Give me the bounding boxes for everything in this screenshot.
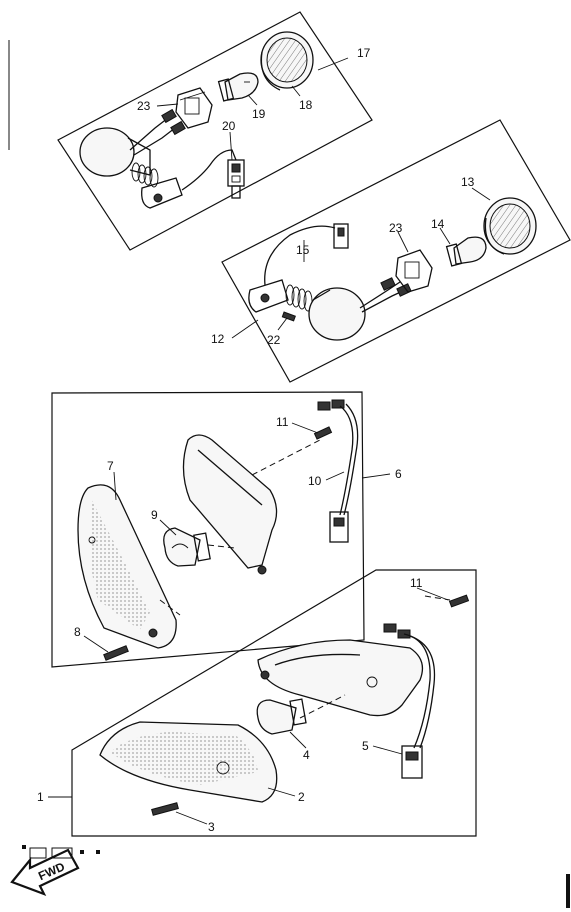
turn-signal-lens-rear (79, 127, 135, 177)
lens-2 (99, 721, 278, 803)
housing-1 (257, 639, 424, 717)
callout-14: 14 (431, 217, 445, 231)
bulb-4 (256, 698, 307, 735)
screw-11-bottom (448, 594, 470, 608)
callout-2: 2 (298, 790, 305, 804)
bulb-14 (445, 236, 487, 267)
housing-6 (182, 434, 278, 575)
callout-10: 10 (308, 474, 322, 488)
fwd-arrow-icon: FWD (10, 848, 80, 897)
callout-23-mid: 23 (389, 221, 403, 235)
group-17-frame (57, 11, 373, 251)
callout-23-top: 23 (137, 99, 151, 113)
margin-bar (566, 874, 570, 908)
screw-22 (281, 311, 296, 322)
callout-17: 17 (357, 46, 371, 60)
callout-1: 1 (37, 790, 44, 804)
callout-18: 18 (299, 98, 313, 112)
connector-15 (333, 223, 349, 249)
bulb-19-top (217, 72, 259, 102)
socket-23-mid (395, 249, 433, 293)
wire-harness-5 (383, 623, 436, 779)
callout-5: 5 (362, 739, 369, 753)
callout-20: 20 (222, 119, 236, 133)
group-6-frame (51, 391, 365, 668)
callout-11-bottom: 11 (410, 576, 423, 590)
turn-signal-lens-rear (308, 287, 366, 341)
callout-11-top: 11 (276, 415, 289, 429)
leader-lines (48, 57, 491, 825)
callout-13: 13 (461, 175, 475, 189)
screw-3 (151, 802, 179, 816)
lens-18 (260, 31, 314, 91)
lens-7 (77, 484, 177, 649)
reference-marks (22, 845, 100, 859)
callout-7: 7 (107, 459, 114, 473)
group-12-assembly (221, 119, 571, 383)
bulb-9 (163, 527, 211, 567)
group-17-assembly (57, 11, 373, 251)
mount-bracket (141, 177, 183, 209)
connector-20 (227, 159, 245, 199)
callout-19: 19 (252, 107, 266, 121)
spring-icon (285, 284, 313, 312)
callout-6: 6 (395, 467, 402, 481)
callout-15: 15 (296, 243, 310, 257)
group-12-frame (221, 119, 571, 383)
callout-4: 4 (303, 748, 310, 762)
spring-icon (131, 162, 159, 188)
callout-3: 3 (208, 820, 215, 834)
screw-11-top (313, 426, 333, 440)
callout-22: 22 (267, 333, 281, 347)
group-1-frame (71, 569, 477, 837)
wire-harness-10 (317, 399, 359, 543)
callout-9: 9 (151, 508, 158, 522)
screw-8 (103, 645, 129, 661)
callout-8: 8 (74, 625, 81, 639)
callout-12: 12 (211, 332, 225, 346)
group-1-assembly (71, 569, 477, 837)
socket-23-top (175, 87, 213, 129)
lens-13 (483, 197, 537, 255)
group-6-assembly (51, 391, 365, 668)
